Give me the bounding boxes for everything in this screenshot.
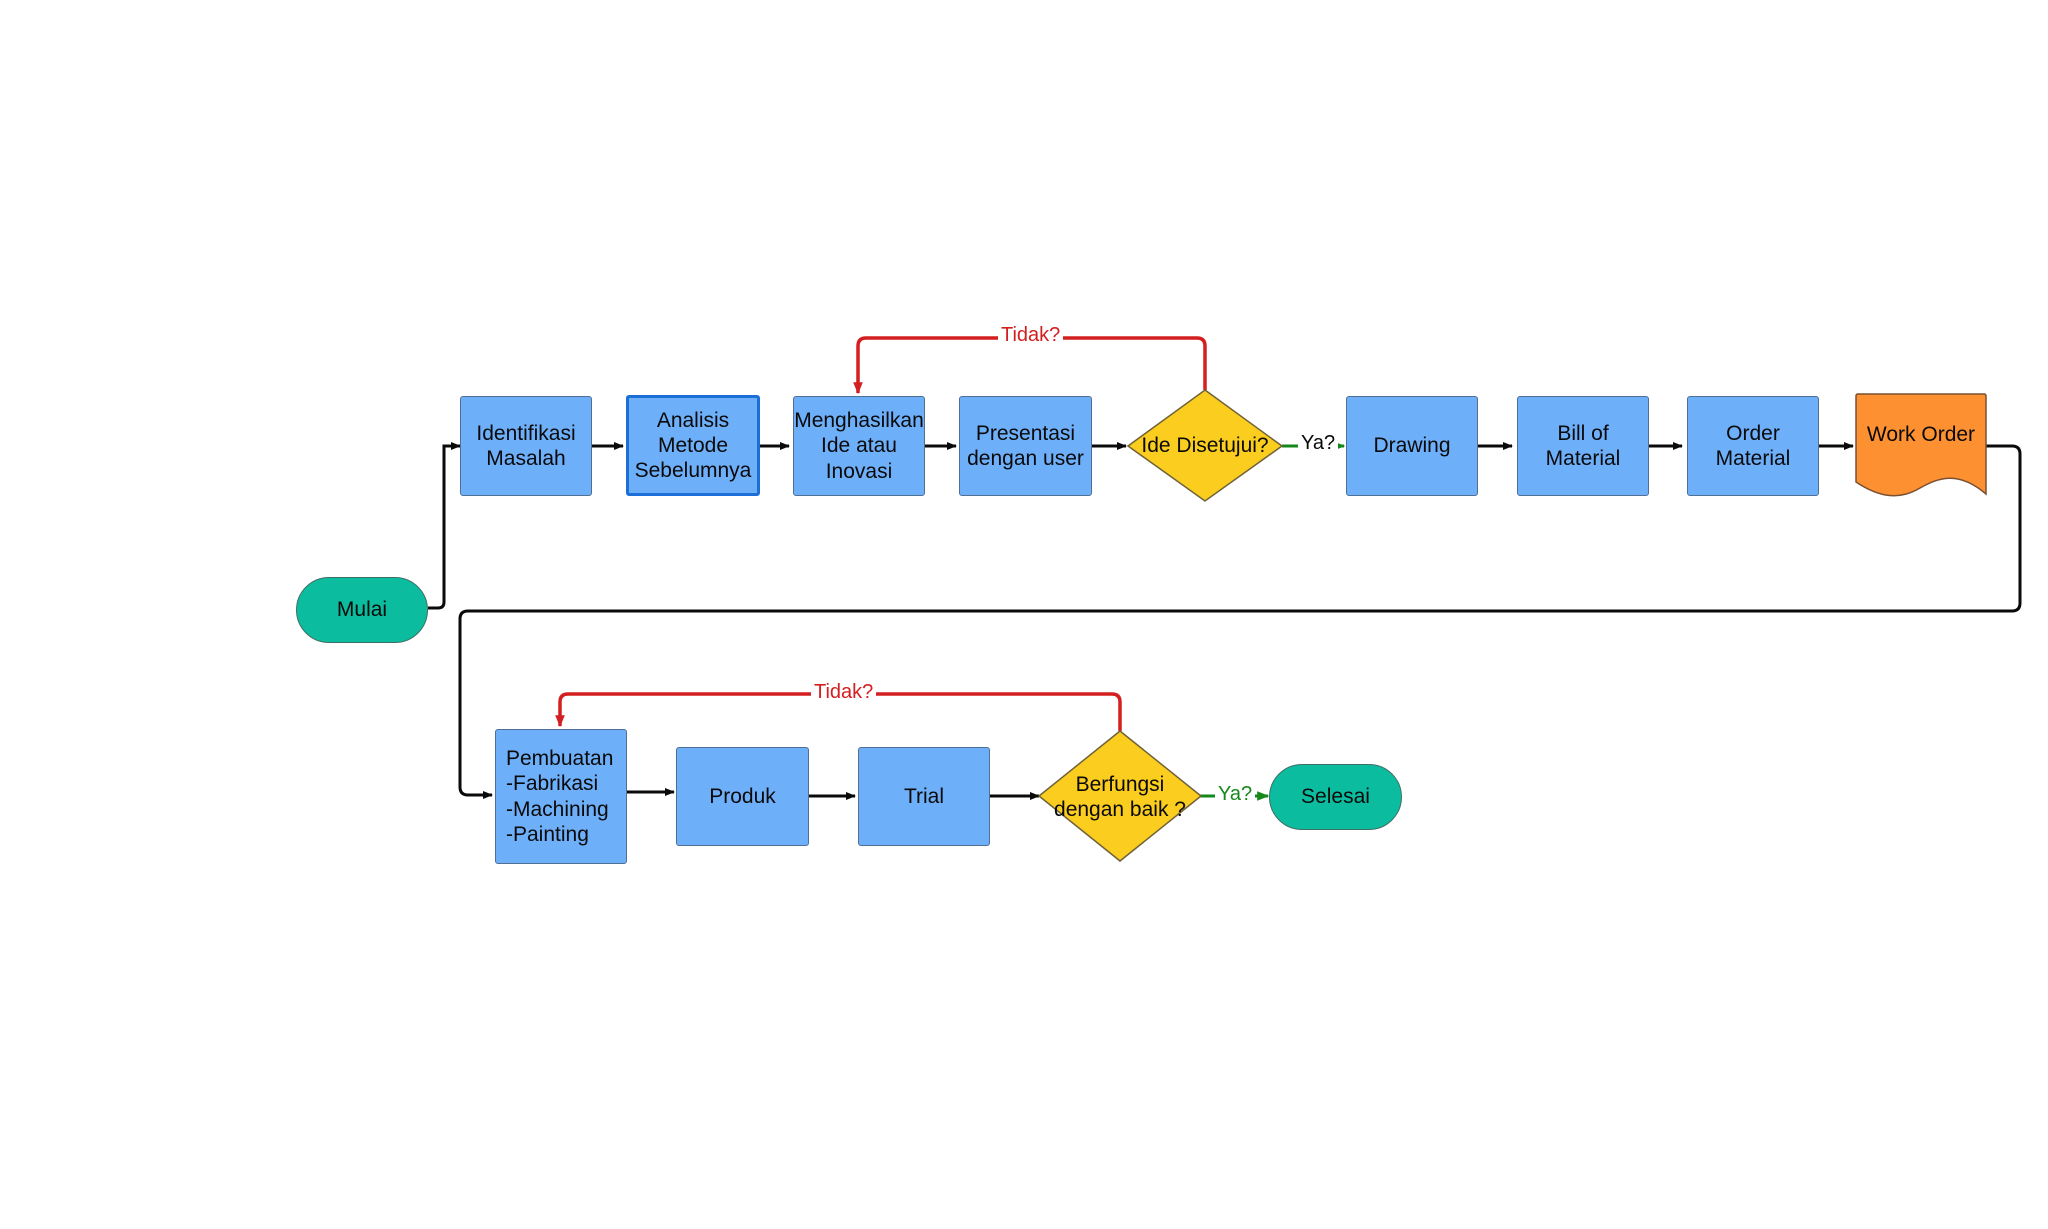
start-terminal: Mulai: [296, 577, 428, 643]
decision-berfungsi: [1037, 730, 1203, 862]
arrow-workorder-to-build: [458, 444, 2022, 799]
label-ya-2: Ya?: [1215, 784, 1256, 804]
process-produk: Produk: [676, 747, 809, 846]
decision-ide-disetujui-label: Ide Disetujui?: [1141, 434, 1269, 458]
end-terminal: Selesai: [1269, 764, 1402, 830]
process-identifikasi-masalah: Identifikasi Masalah: [460, 396, 592, 496]
document-work-order: [1855, 393, 1987, 497]
process-bill-of-material: Bill of Material: [1517, 396, 1649, 496]
process-presentasi: Presentasi dengan user: [959, 396, 1092, 496]
label-ya-1: Ya?: [1298, 433, 1339, 453]
document-work-order-label: Work Order: [1866, 423, 1976, 446]
process-trial: Trial: [858, 747, 990, 846]
arrow-start-to-identify: [428, 442, 461, 610]
process-menghasilkan-ide: Menghasilkan Ide atau Inovasi: [793, 396, 925, 496]
process-pembuatan: Pembuatan -Fabrikasi -Machining -Paintin…: [495, 729, 627, 864]
label-tidak-2: Tidak?: [811, 682, 877, 702]
label-tidak-1: Tidak?: [998, 325, 1064, 345]
decision-ide-disetujui: [1126, 389, 1284, 502]
process-order-material: Order Material: [1687, 396, 1819, 496]
process-drawing: Drawing: [1346, 396, 1478, 496]
decision-berfungsi-label: Berfungsi dengan baik ?: [1054, 772, 1186, 821]
process-analisis-metode: Analisis Metode Sebelumnya: [626, 395, 760, 496]
